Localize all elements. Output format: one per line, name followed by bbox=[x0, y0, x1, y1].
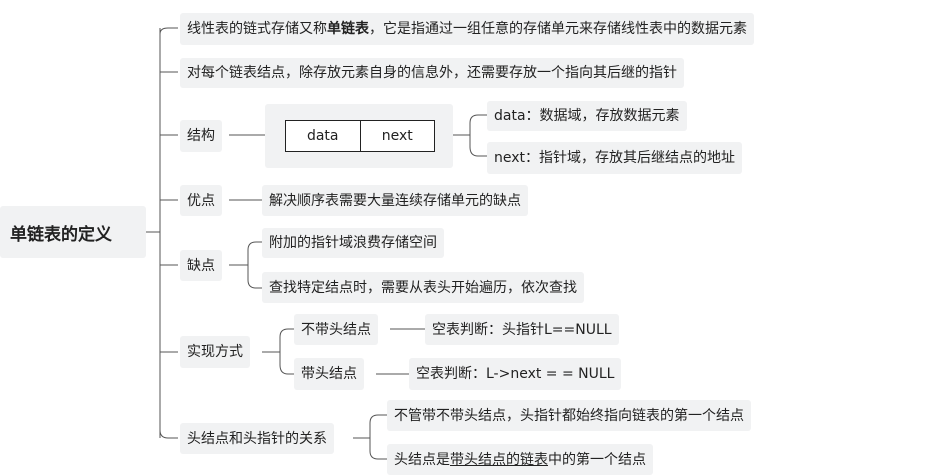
structure-node: 结构 bbox=[180, 120, 222, 152]
advantage-node: 优点 bbox=[180, 185, 222, 216]
next-field-node: next：指针域，存放其后继结点的地址 bbox=[487, 142, 743, 174]
relation-item-2-underlined: 带头结点的链表 bbox=[450, 451, 548, 468]
relation-item-2-pre: 头结点是 bbox=[394, 451, 450, 468]
disadvantage-item-2: 查找特定结点时，需要从表头开始遍历，依次查找 bbox=[262, 272, 584, 303]
no-head-node: 不带头结点 bbox=[294, 314, 378, 345]
definition-text-pre: 线性表的链式存储又称 bbox=[187, 21, 327, 37]
data-field-node: data：数据域，存放数据元素 bbox=[487, 101, 687, 131]
next-cell: next bbox=[359, 121, 435, 151]
with-head-empty-check: 空表判断：L->next = = NULL bbox=[409, 358, 622, 390]
root-node: 单链表的定义 bbox=[0, 206, 146, 258]
pointer-requirement-node: 对每个链表结点，除存放元素自身的信息外，还需要存放一个指向其后继的指针 bbox=[180, 58, 684, 88]
with-head-node: 带头结点 bbox=[294, 358, 364, 390]
relation-item-1: 不管带不带头结点，头指针都始终指向链表的第一个结点 bbox=[387, 400, 751, 431]
definition-node: 线性表的链式存储又称单链表，它是指通过一组任意的存储单元来存储线性表中的数据元素 bbox=[180, 13, 754, 45]
relation-node: 头结点和头指针的关系 bbox=[180, 423, 334, 454]
implementation-node: 实现方式 bbox=[180, 336, 250, 368]
no-head-empty-check: 空表判断：头指针L==NULL bbox=[425, 314, 619, 345]
node-cells: data next bbox=[285, 120, 435, 152]
data-cell: data bbox=[306, 128, 339, 144]
relation-item-2: 头结点是带头结点的链表中的第一个结点 bbox=[387, 444, 653, 475]
relation-item-2-post: 中的第一个结点 bbox=[548, 451, 646, 468]
disadvantage-item-1: 附加的指针域浪费存储空间 bbox=[262, 228, 444, 258]
advantage-text-node: 解决顺序表需要大量连续存储单元的缺点 bbox=[262, 185, 528, 216]
disadvantage-node: 缺点 bbox=[180, 250, 222, 281]
definition-text-post: ，它是指通过一组任意的存储单元来存储线性表中的数据元素 bbox=[369, 21, 747, 37]
definition-text-bold: 单链表 bbox=[327, 21, 369, 37]
